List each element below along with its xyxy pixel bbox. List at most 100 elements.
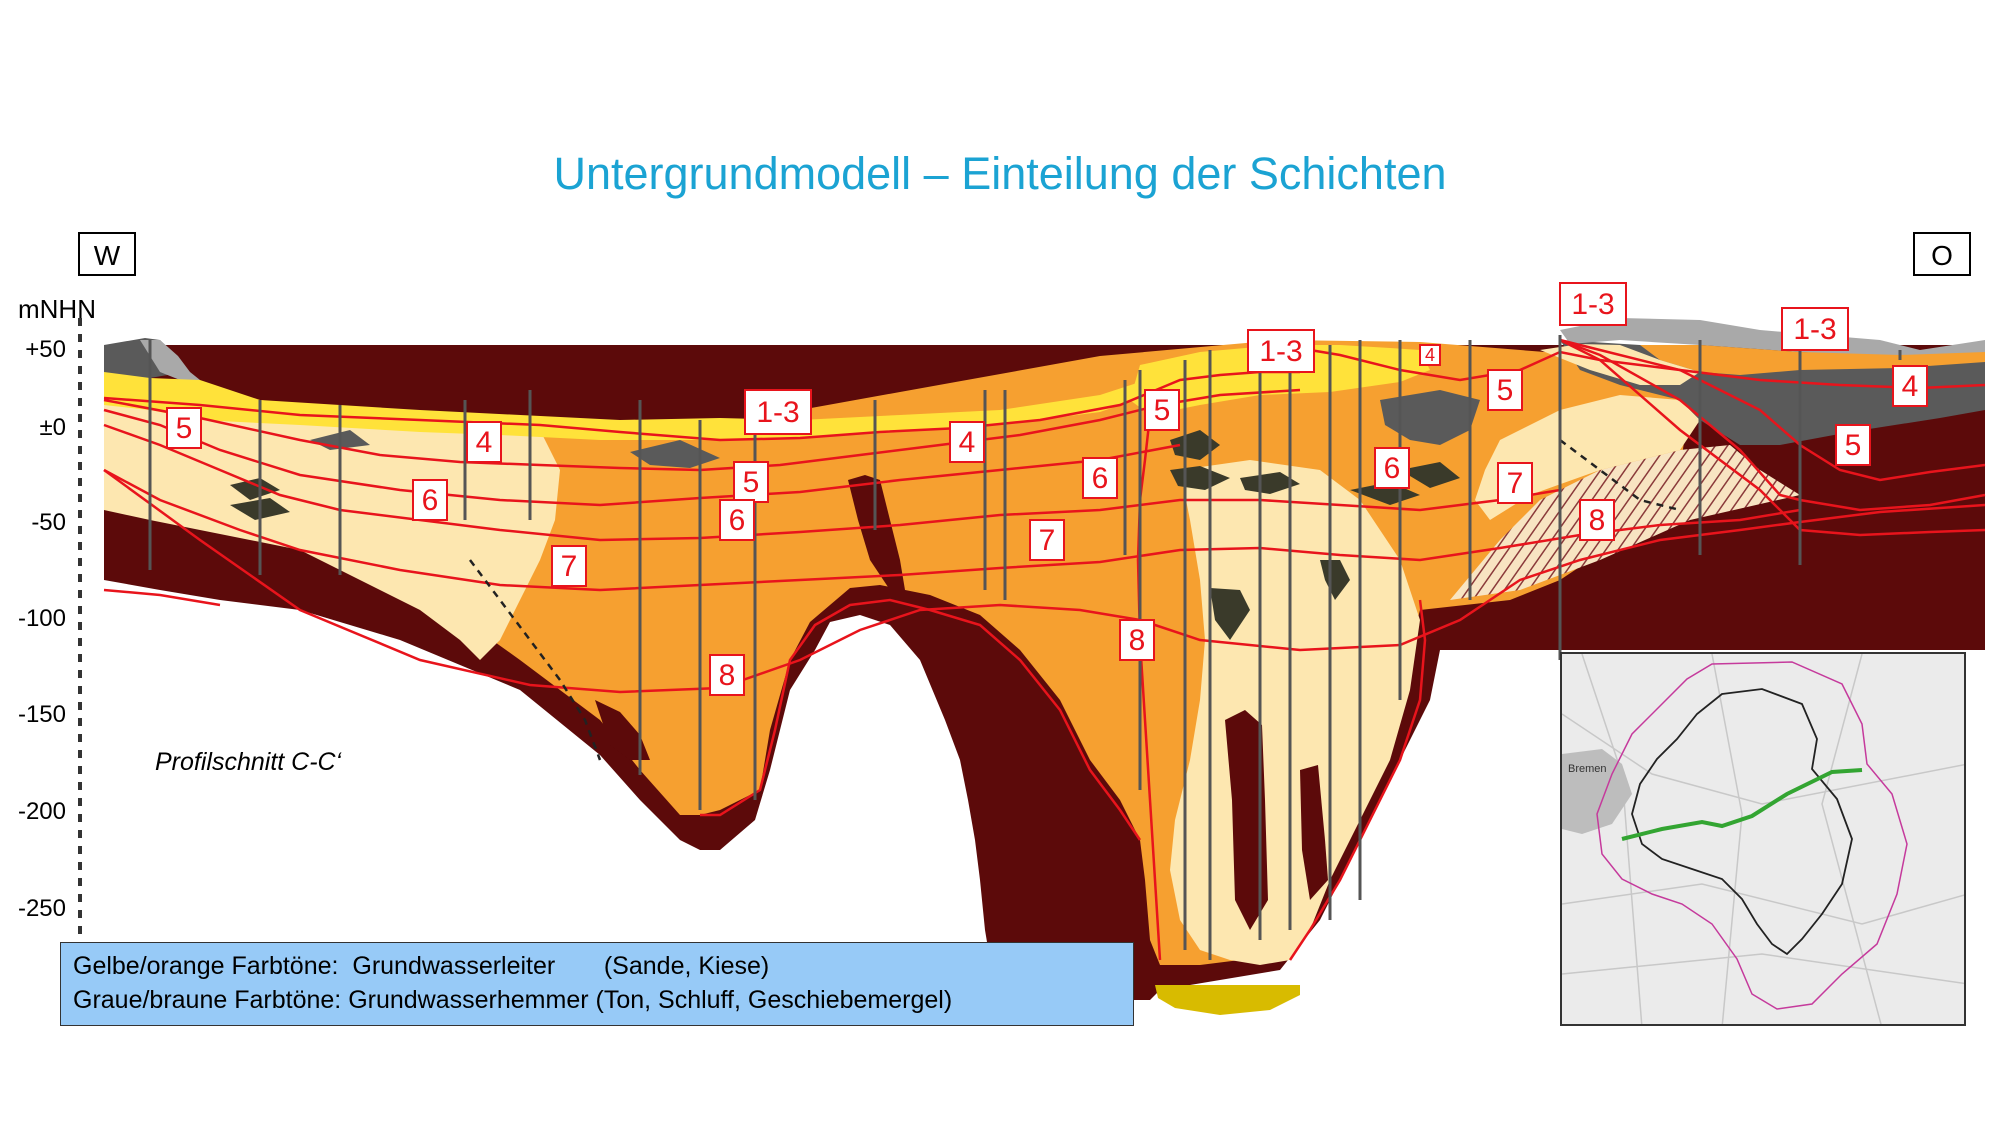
legend-name: Gelbe/orange Farbtöne: bbox=[73, 952, 339, 980]
overview-map: Bremen bbox=[1560, 652, 1966, 1026]
aquifer-label-group: 1-3 1-3 1-3 1-3 4 4 4 4 5 5 5 5 5 6 6 6 … bbox=[166, 282, 1928, 696]
svg-text:7: 7 bbox=[561, 550, 578, 583]
aquifer-label: 6 bbox=[412, 479, 448, 521]
aquifer-label: 8 bbox=[709, 654, 745, 696]
aquifer-label: 4 bbox=[1892, 365, 1928, 407]
svg-text:8: 8 bbox=[1589, 504, 1606, 537]
map-canvas: Bremen bbox=[1562, 654, 1964, 1024]
svg-text:4: 4 bbox=[476, 426, 493, 459]
aquifer-label: 5 bbox=[1835, 424, 1871, 466]
district-boundary bbox=[1631, 688, 1853, 956]
y-tick: ±0 bbox=[39, 414, 66, 441]
clay-base-pillar bbox=[848, 475, 905, 590]
aquifer-light-central bbox=[1170, 460, 1420, 965]
profile-line bbox=[1621, 768, 1863, 841]
direction-west-box: W bbox=[78, 232, 136, 276]
aquifer-label: 1-3 bbox=[1247, 329, 1315, 373]
y-tick: -200 bbox=[17, 798, 66, 825]
svg-text:5: 5 bbox=[1497, 374, 1514, 407]
hatched-unit-east bbox=[1450, 445, 1800, 600]
map-city-label: Bremen bbox=[1568, 763, 1607, 775]
svg-text:5: 5 bbox=[743, 466, 760, 499]
legend-detail: (Ton, Schluff, Geschiebemergel) bbox=[595, 986, 953, 1014]
study-area-buffer bbox=[1596, 661, 1908, 1010]
aquifer-east-orange-2 bbox=[1540, 344, 1700, 385]
aquifer-label: 4 bbox=[1419, 344, 1441, 366]
svg-text:5: 5 bbox=[1154, 394, 1171, 427]
aquifer-label: 6 bbox=[1082, 457, 1118, 499]
svg-text:7: 7 bbox=[1039, 524, 1056, 557]
aquifer-label: 5 bbox=[1487, 369, 1523, 411]
clay-lens bbox=[1170, 430, 1220, 460]
boreholes bbox=[148, 335, 1902, 960]
legend-name: Graue/braune Farbtöne: bbox=[73, 986, 342, 1014]
legend-box: Gelbe/orange Farbtöne: Grundwasserleiter… bbox=[60, 942, 1134, 1026]
aquifer-label: 8 bbox=[1579, 499, 1615, 541]
aquifer-label: 4 bbox=[949, 421, 985, 463]
aquifer-label: 1-3 bbox=[1559, 282, 1627, 326]
clay-lens bbox=[1400, 462, 1460, 488]
svg-text:6: 6 bbox=[422, 484, 439, 517]
svg-text:1-3: 1-3 bbox=[756, 396, 799, 429]
clay-lens bbox=[1320, 560, 1350, 600]
svg-text:6: 6 bbox=[1092, 462, 1109, 495]
clay-gray-east-top bbox=[1560, 318, 1985, 358]
direction-east-box: O bbox=[1913, 232, 1971, 276]
y-tick: -50 bbox=[31, 509, 66, 536]
aquifer-label: 1-3 bbox=[1781, 307, 1849, 351]
svg-text:4: 4 bbox=[1902, 370, 1919, 403]
clay-base-pillar bbox=[595, 700, 650, 760]
aquifer-label: 7 bbox=[551, 545, 587, 587]
legend-term: Grundwasserleiter bbox=[352, 952, 556, 980]
svg-text:5: 5 bbox=[176, 412, 193, 445]
svg-text:6: 6 bbox=[729, 504, 746, 537]
y-axis-line bbox=[78, 318, 82, 968]
legend-row-aquifer: Gelbe/orange Farbtöne: Grundwasserleiter… bbox=[73, 949, 1121, 983]
svg-text:8: 8 bbox=[719, 659, 736, 692]
aquifer-label: 5 bbox=[166, 407, 202, 449]
clay-lens bbox=[1210, 588, 1250, 640]
aquifer-label: 1-3 bbox=[744, 389, 812, 435]
slide-title: Untergrundmodell – Einteilung der Schich… bbox=[553, 148, 1447, 199]
section-label: Profilschnitt C-C‘ bbox=[155, 748, 342, 776]
svg-text:4: 4 bbox=[1425, 345, 1435, 365]
map-roads bbox=[1562, 654, 1964, 1024]
layer-boundaries bbox=[103, 338, 1986, 961]
clay-gray-west-light bbox=[140, 340, 200, 380]
aquifer-yellow-surface bbox=[104, 372, 1150, 440]
dashed-boundary bbox=[1559, 439, 1681, 512]
dashed-boundary bbox=[469, 559, 602, 761]
aquifer-label: 5 bbox=[1144, 389, 1180, 431]
clay-base-pillar bbox=[1225, 710, 1268, 930]
y-tick: -100 bbox=[17, 605, 66, 632]
clay-lens bbox=[230, 478, 280, 500]
svg-text:5: 5 bbox=[1845, 429, 1862, 462]
aquifer-label: 6 bbox=[1374, 447, 1410, 489]
clay-lens bbox=[1240, 472, 1300, 494]
aquifer-label: 7 bbox=[1029, 519, 1065, 561]
legend-term: Grundwasserhemmer bbox=[348, 986, 589, 1014]
y-tick: -150 bbox=[17, 701, 66, 728]
base-sand-l9 bbox=[1155, 985, 1300, 1015]
legend-row-aquitard: Graue/braune Farbtöne: Grundwasserhemmer… bbox=[73, 983, 1121, 1017]
legend-detail: (Sande, Kiese) bbox=[603, 952, 770, 980]
svg-text:1-3: 1-3 bbox=[1793, 313, 1836, 346]
aquifer-label: 5 bbox=[733, 461, 769, 503]
svg-text:1-3: 1-3 bbox=[1259, 335, 1302, 368]
aquifer-label: 7 bbox=[1497, 462, 1533, 504]
svg-text:7: 7 bbox=[1507, 467, 1524, 500]
clay-gray-h4-center bbox=[1380, 390, 1480, 445]
y-axis-unit: mNHN bbox=[18, 294, 96, 324]
clay-base-pillar bbox=[1300, 765, 1328, 900]
svg-text:1-3: 1-3 bbox=[1571, 288, 1614, 321]
aquifer-label: 6 bbox=[719, 499, 755, 541]
y-tick: +50 bbox=[25, 336, 66, 363]
svg-text:6: 6 bbox=[1384, 452, 1401, 485]
svg-text:4: 4 bbox=[959, 426, 976, 459]
aquifer-label: 8 bbox=[1119, 619, 1155, 661]
clay-gray-h4-mid bbox=[630, 440, 720, 468]
y-tick: -250 bbox=[17, 895, 66, 922]
aquifer-label: 4 bbox=[466, 421, 502, 463]
svg-text:8: 8 bbox=[1129, 624, 1146, 657]
